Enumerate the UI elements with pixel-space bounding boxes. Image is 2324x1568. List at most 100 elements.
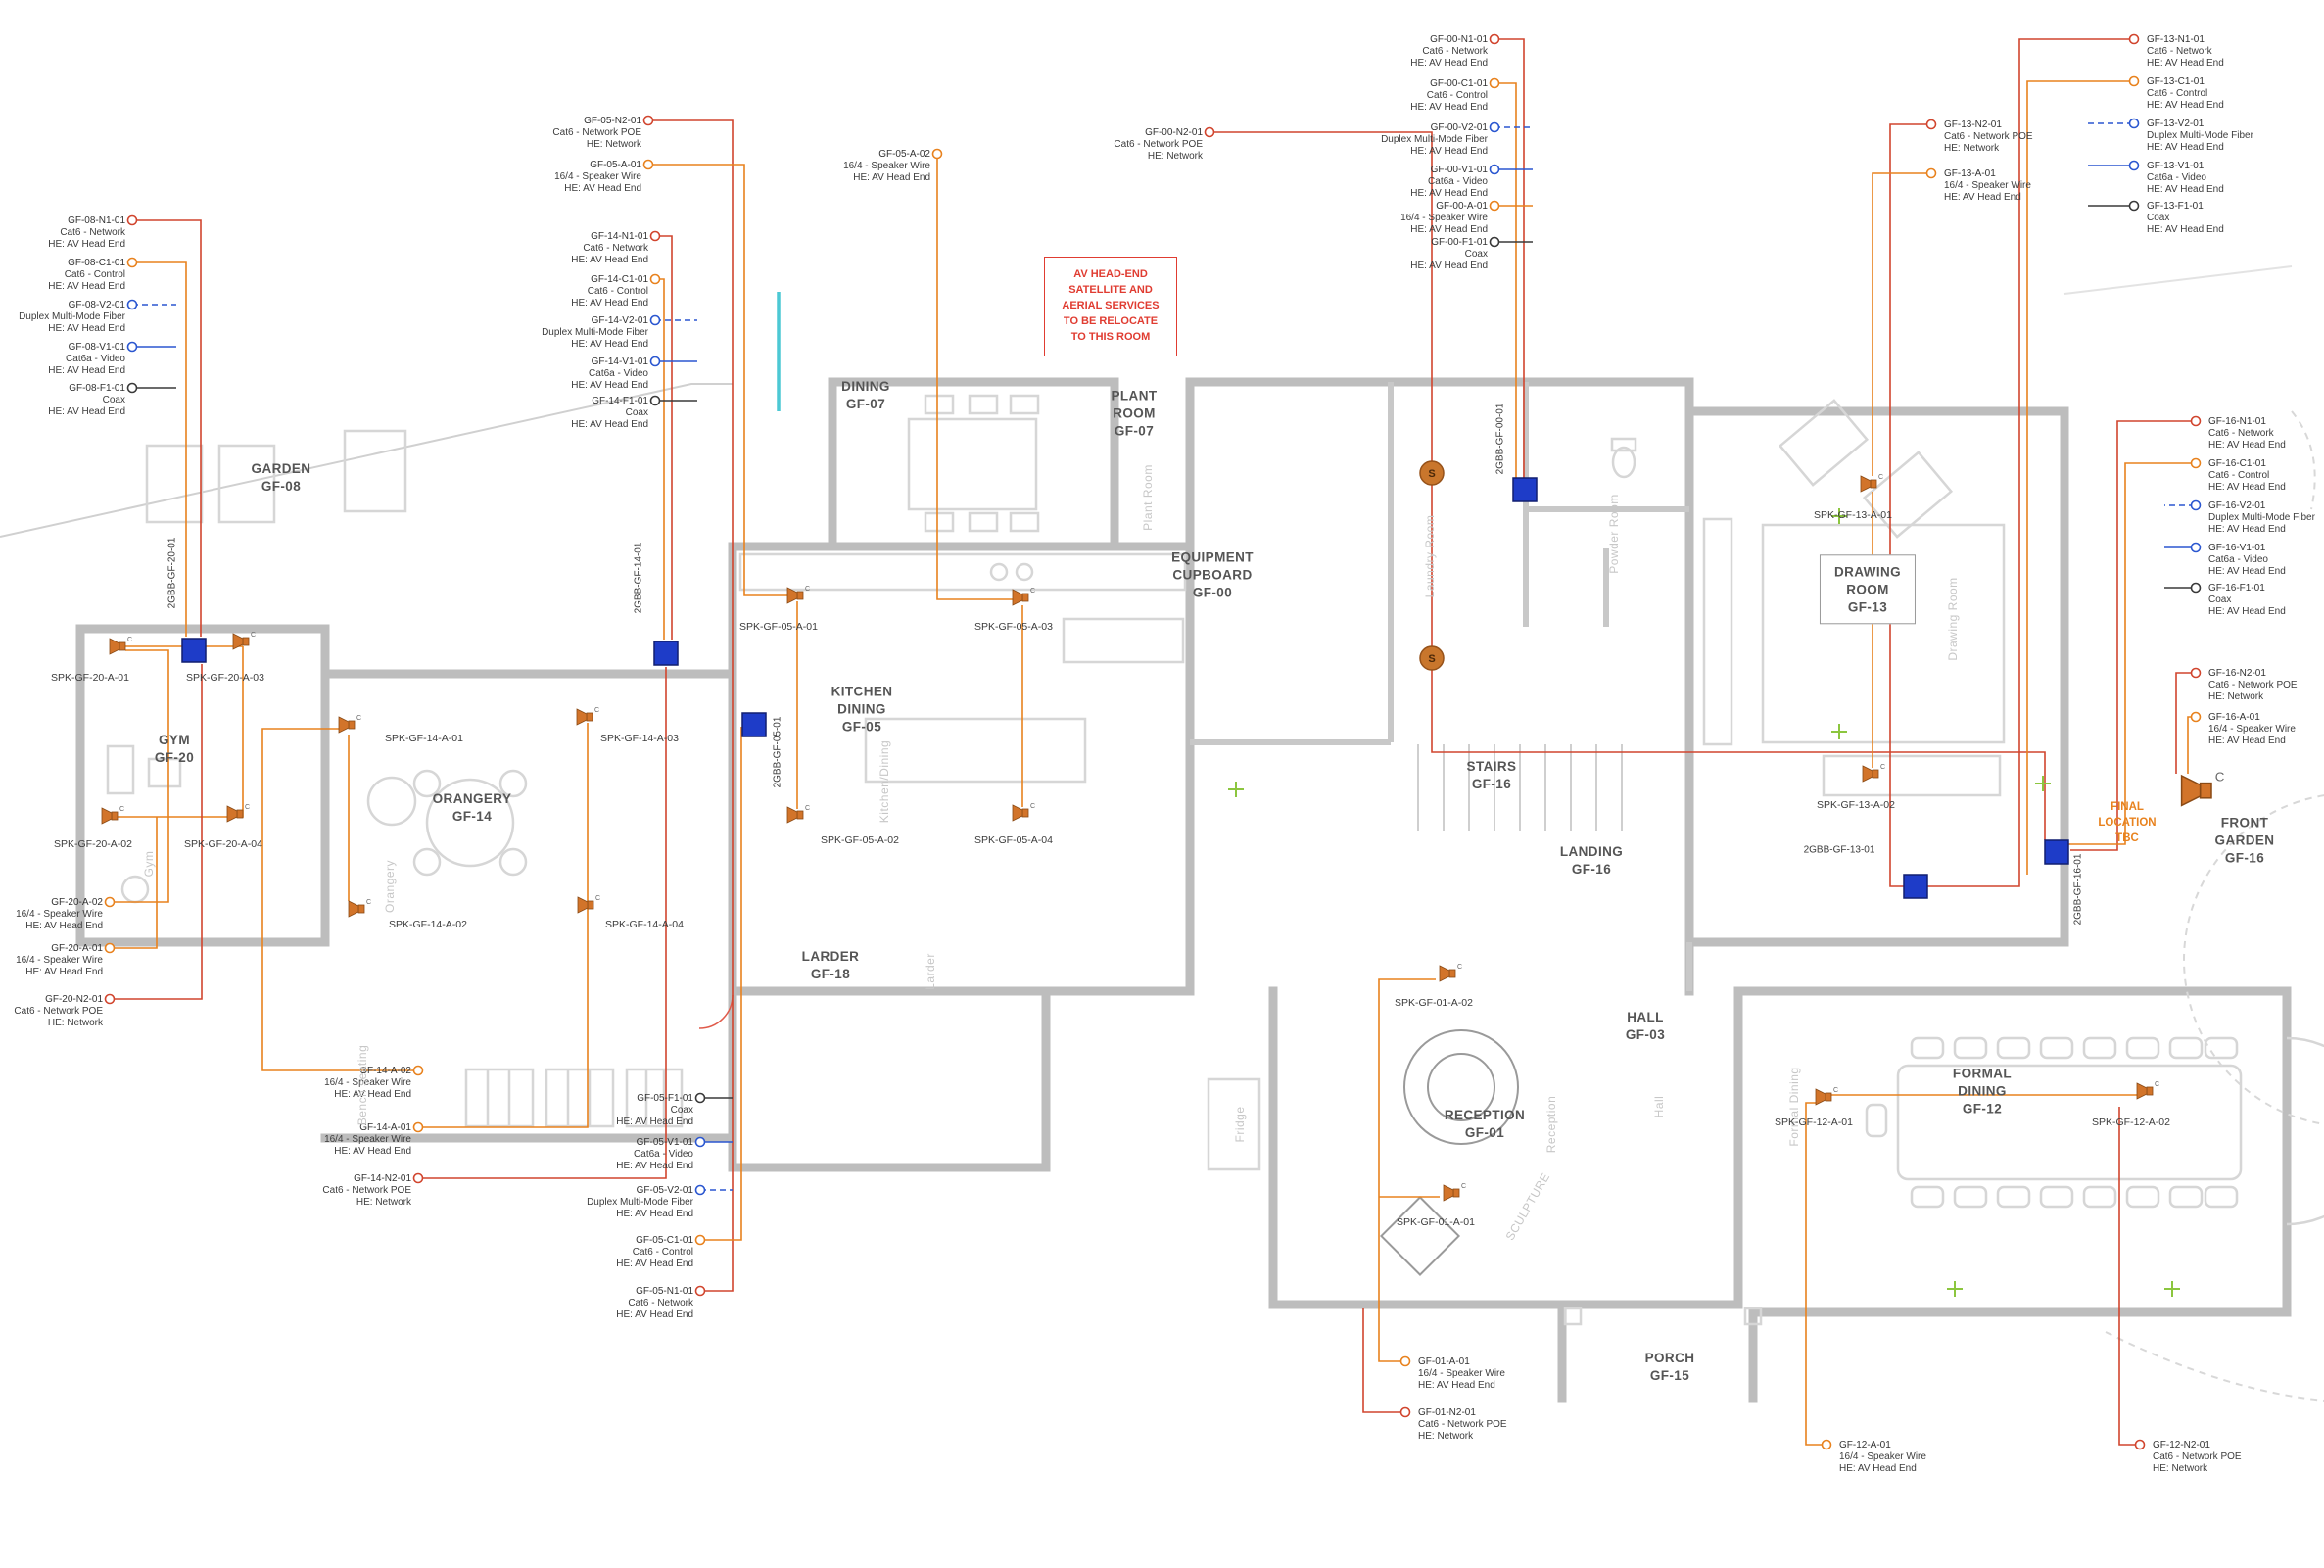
callout-connector-icon <box>1489 164 1500 175</box>
callout-connector-icon <box>649 314 661 326</box>
callout-connector-icon <box>104 942 116 954</box>
callout-connector-icon <box>2128 75 2140 87</box>
svg-text:C: C <box>595 895 600 902</box>
cable-run-o <box>648 164 789 596</box>
svg-text:S: S <box>1428 468 1435 480</box>
cable-run-r <box>110 664 203 1000</box>
satellite-marker-icon: S <box>1419 460 1445 486</box>
cable-run-o <box>261 728 418 1071</box>
speaker-icon: C <box>1860 474 1883 493</box>
speaker-icon: C <box>109 637 132 655</box>
cable-run-o <box>132 261 187 637</box>
callout-connector-icon <box>126 382 138 394</box>
network-backbox-icon <box>181 638 207 663</box>
callout-connector-icon <box>694 1136 706 1148</box>
callout-connector-icon <box>126 299 138 310</box>
ceiling-position-mark <box>2035 776 2051 791</box>
cable-run-r <box>1431 676 2046 840</box>
svg-text:C: C <box>1030 803 1035 810</box>
svg-text:C: C <box>805 586 810 593</box>
cable-run-r <box>1494 38 1525 478</box>
cable-run-o <box>110 817 158 949</box>
cable-run-r <box>2118 1107 2139 1446</box>
network-backbox-icon <box>741 712 767 737</box>
callout-connector-icon <box>649 356 661 367</box>
speaker-icon: C <box>2180 770 2225 807</box>
furniture <box>106 394 2324 1326</box>
stairs-treads <box>1417 744 1623 831</box>
callout-connector-icon <box>2190 499 2202 511</box>
cable-run-r <box>1927 38 2133 887</box>
cable-run-o <box>110 649 169 903</box>
cable-run-r <box>1889 123 1930 887</box>
svg-text:C: C <box>356 715 361 722</box>
callout-connector-icon <box>649 230 661 242</box>
callout-connector-icon <box>126 214 138 226</box>
speaker-icon: C <box>232 632 256 650</box>
callout-connector-icon <box>1204 126 1215 138</box>
speaker-icon: C <box>1862 764 1885 783</box>
svg-text:C: C <box>127 637 132 643</box>
svg-text:C: C <box>245 804 250 811</box>
speaker-icon: C <box>577 895 600 914</box>
callout-connector-icon <box>1925 167 1937 179</box>
cable-run-r <box>1362 1308 1404 1413</box>
speaker-icon: C <box>786 805 810 824</box>
speaker-icon: C <box>576 707 599 726</box>
network-backbox-icon <box>1512 477 1538 502</box>
speaker-icon: C <box>338 715 361 734</box>
speaker-icon: C <box>348 899 371 918</box>
cable-run-r <box>1209 131 1433 676</box>
network-backbox-icon <box>653 641 679 666</box>
callout-connector-icon <box>1489 236 1500 248</box>
callout-connector-icon <box>412 1065 424 1076</box>
speaker-icon: C <box>1012 803 1035 822</box>
callout-connector-icon <box>1925 119 1937 130</box>
cable-run-o <box>655 278 665 640</box>
ceiling-position-mark <box>1831 508 1847 524</box>
svg-text:C: C <box>2155 1081 2159 1088</box>
cable-run-o <box>1494 82 1517 478</box>
cable-run-o <box>2026 80 2133 875</box>
network-backbox-icon <box>2044 839 2069 865</box>
cable-run-o <box>1378 978 1436 1362</box>
cable-run-o <box>2068 462 2195 845</box>
satellite-marker-icon: S <box>1419 645 1445 671</box>
svg-text:C: C <box>1030 588 1035 594</box>
callout-connector-icon <box>694 1092 706 1104</box>
callout-connector-icon <box>2190 415 2202 427</box>
callout-connector-icon <box>2190 582 2202 594</box>
ceiling-position-mark <box>1831 724 1847 739</box>
cable-run-o <box>1805 1102 1826 1446</box>
network-backbox-icon <box>1903 874 1928 899</box>
cable-run-o <box>936 154 1015 600</box>
speaker-icon: C <box>786 586 810 604</box>
svg-text:C: C <box>1457 964 1462 971</box>
cable-run-o <box>700 727 742 1241</box>
interior-walls <box>1190 382 1692 991</box>
speaker-icon: C <box>1815 1087 1838 1106</box>
cable-run-o <box>118 646 244 818</box>
svg-text:C: C <box>119 806 124 813</box>
ceiling-position-mark <box>1947 1281 1963 1297</box>
callout-connector-icon <box>2128 118 2140 129</box>
callout-connector-icon <box>104 993 116 1005</box>
cable-run-r <box>418 667 667 1179</box>
svg-text:C: C <box>1461 1183 1466 1190</box>
reception-floor-feature <box>1379 1029 1519 1277</box>
speaker-icon: C <box>1443 1183 1466 1202</box>
speaker-icon: C <box>1012 588 1035 606</box>
door-swing-red <box>698 994 734 1029</box>
callout-connector-icon <box>2128 200 2140 212</box>
callout-connector-icon <box>642 159 654 170</box>
callout-connector-icon <box>126 257 138 268</box>
callout-connector-icon <box>2190 711 2202 723</box>
cable-run-r <box>132 219 202 637</box>
svg-text:C: C <box>1833 1087 1838 1094</box>
cable-run-o <box>2187 716 2195 774</box>
ceiling-position-mark <box>1228 782 1244 797</box>
svg-text:S: S <box>1428 653 1435 665</box>
cable-run-r <box>648 119 734 1292</box>
svg-text:C: C <box>1878 474 1883 481</box>
